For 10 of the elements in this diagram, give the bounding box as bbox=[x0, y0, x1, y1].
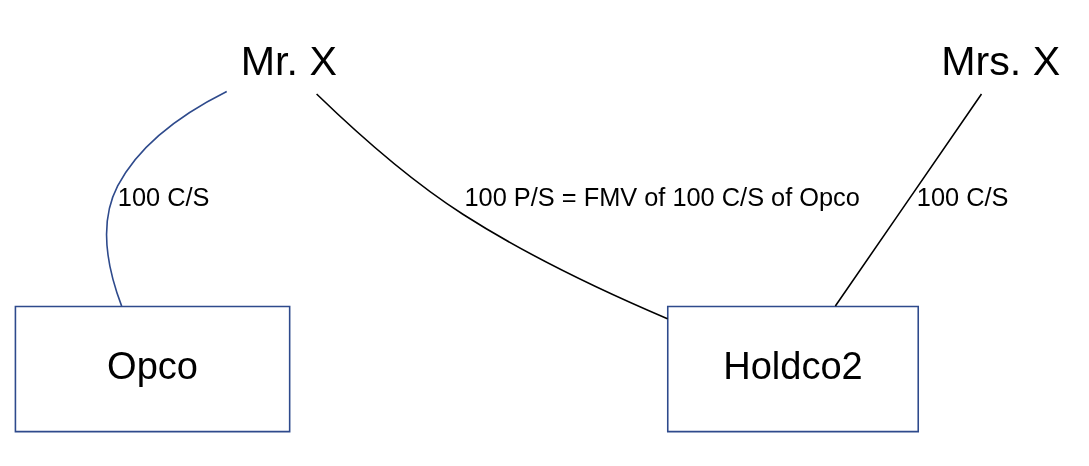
node-box: Holdco2 bbox=[666, 305, 920, 432]
node-text: Mrs. X bbox=[941, 37, 1061, 84]
edge-label: 100 C/S bbox=[117, 182, 210, 211]
node-box: Opco bbox=[14, 305, 291, 432]
node-text: Mr. X bbox=[240, 37, 337, 84]
connector bbox=[834, 92, 983, 307]
connector bbox=[105, 90, 228, 307]
edge-label: 100 C/S bbox=[916, 182, 1009, 211]
connector bbox=[315, 92, 669, 319]
edge-label: 100 P/S = FMV of 100 C/S of Opco bbox=[464, 182, 860, 211]
